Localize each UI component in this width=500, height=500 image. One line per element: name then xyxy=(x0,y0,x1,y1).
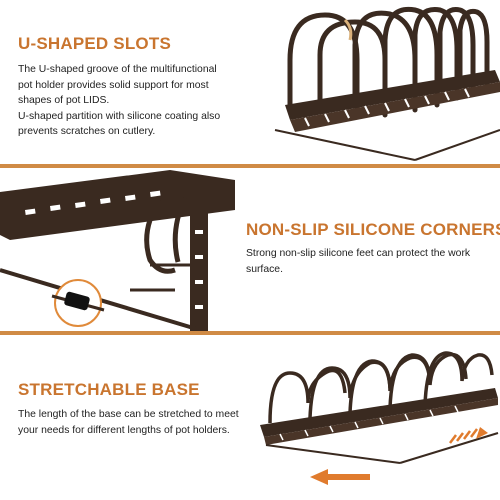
section-description: Strong non-slip silicone feet can protec… xyxy=(246,246,486,277)
silicone-corner-closeup-image xyxy=(0,170,235,333)
section-stretchable-base: STRETCHABLE BASE The length of the base … xyxy=(0,333,500,500)
expand-arrow-icon xyxy=(310,427,488,485)
section-non-slip-corners: NON-SLIP SILICONE CORNERS Strong non-sli… xyxy=(0,166,500,333)
u-slot-closeup-image xyxy=(274,6,500,161)
section-title: U-SHAPED SLOTS xyxy=(18,34,171,53)
paragraph: U-shaped partition with silicone coating… xyxy=(18,110,221,138)
section-divider xyxy=(0,331,500,335)
paragraph: The length of the base can be stretched … xyxy=(18,409,239,436)
stretchable-base-image xyxy=(260,351,499,485)
section-divider xyxy=(0,164,500,168)
section-title: NON-SLIP SILICONE CORNERS xyxy=(246,220,500,239)
section-u-shaped-slots: U-SHAPED SLOTS The U-shaped groove of th… xyxy=(0,0,500,166)
section-title: STRETCHABLE BASE xyxy=(18,380,200,399)
paragraph: The U-shaped groove of the multifunction… xyxy=(18,64,217,106)
section-description: The U-shaped groove of the multifunction… xyxy=(18,62,233,140)
section-description: The length of the base can be stretched … xyxy=(18,407,258,438)
paragraph: Strong non-slip silicone feet can protec… xyxy=(246,248,471,275)
